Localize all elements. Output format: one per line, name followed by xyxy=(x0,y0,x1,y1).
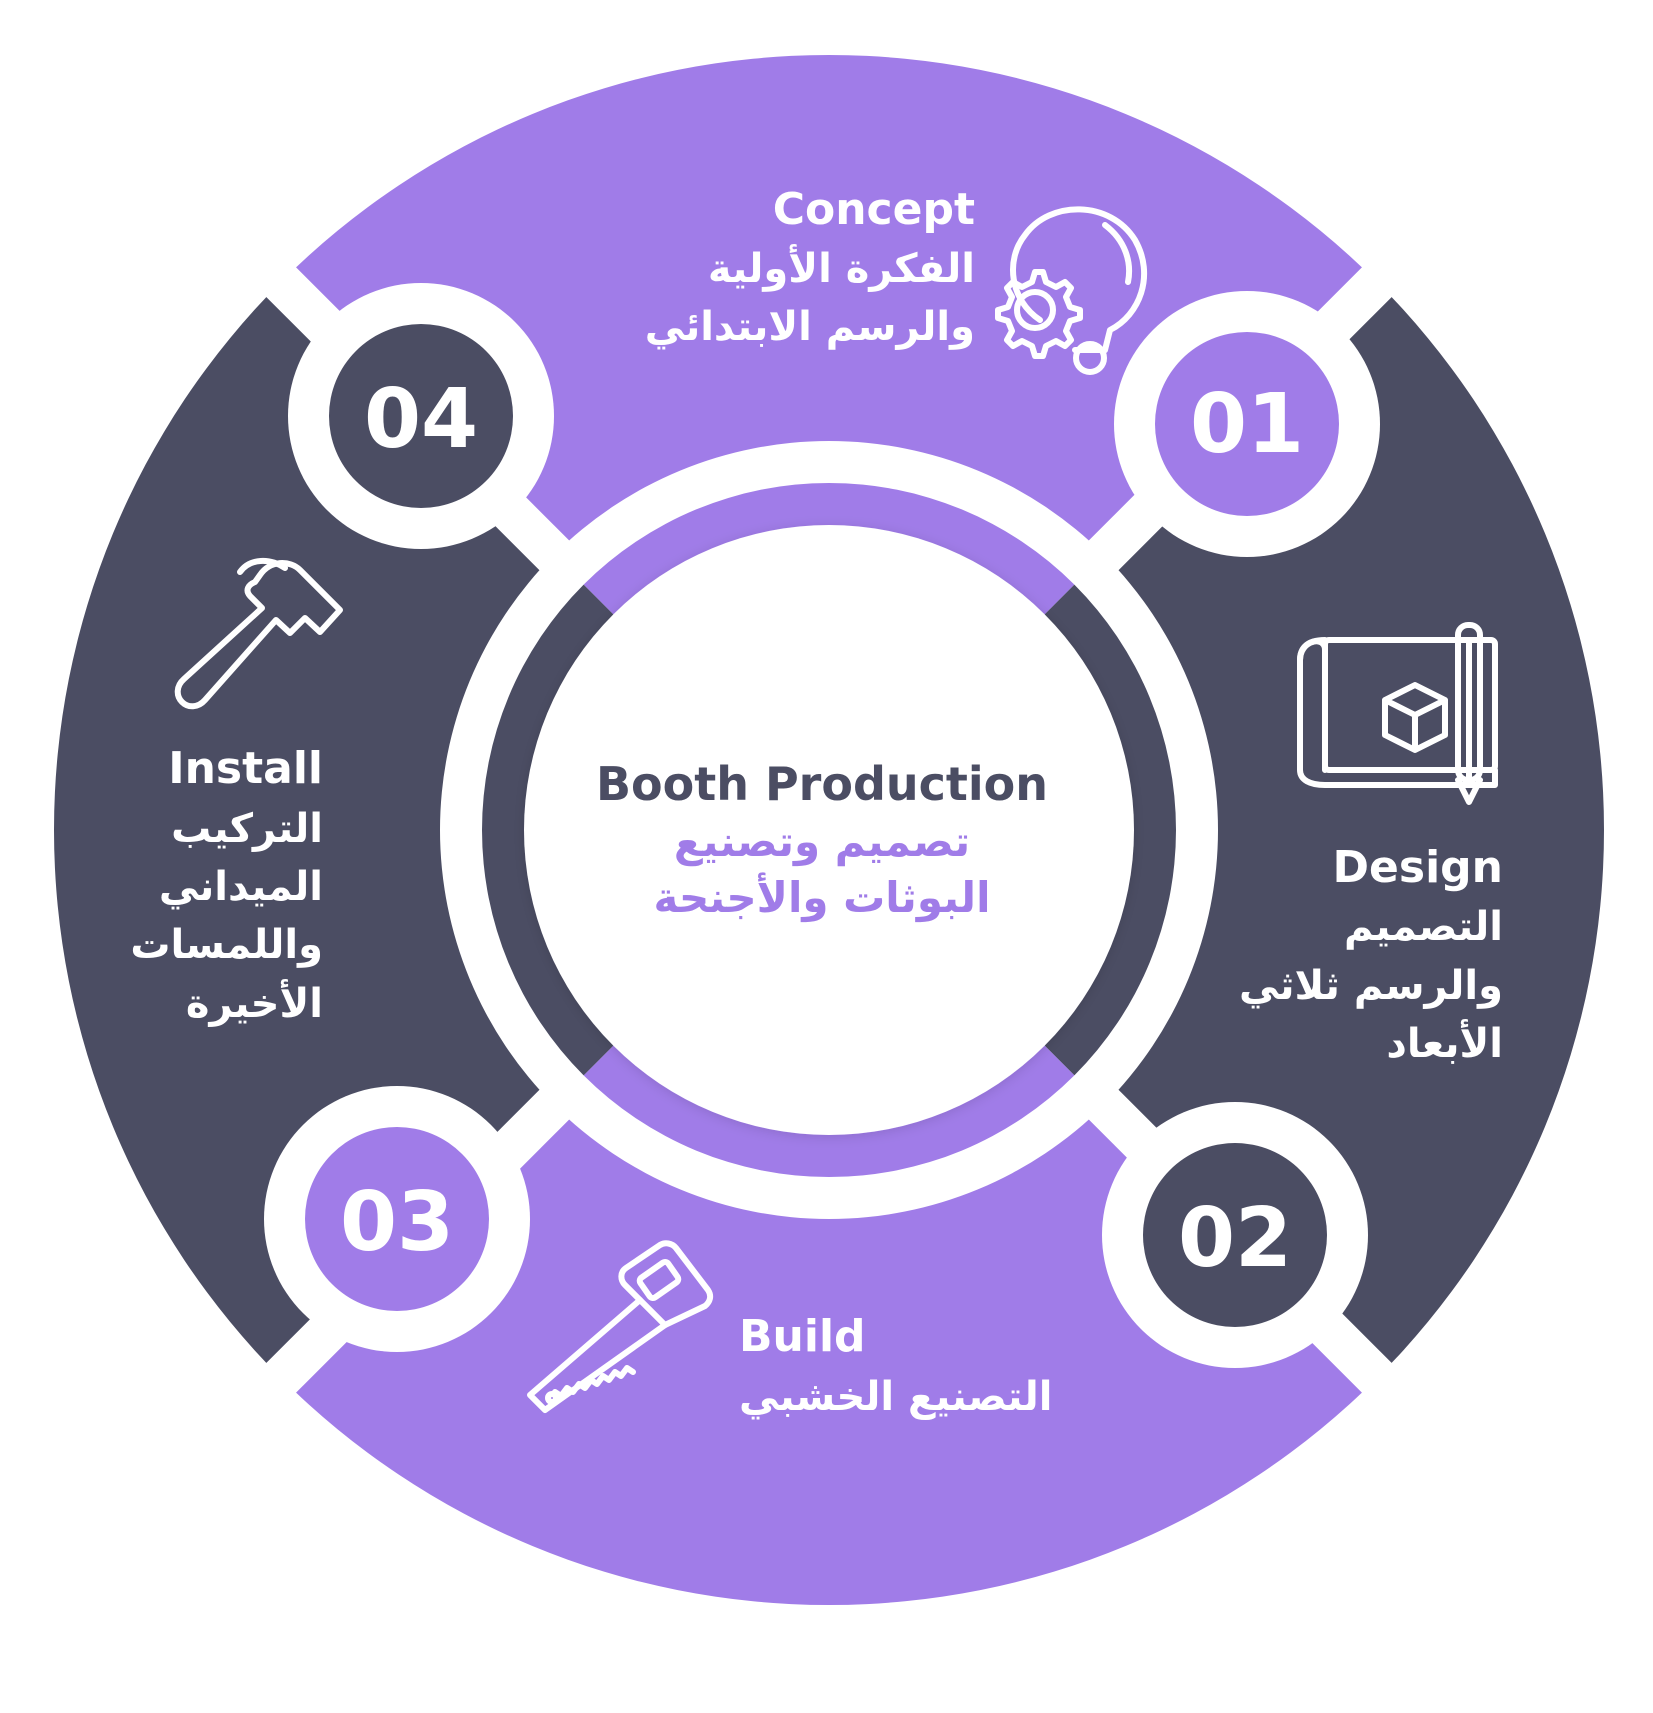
center-title: Booth Production xyxy=(596,757,1048,811)
step-04-ar-line-3: واللمسات xyxy=(130,922,323,968)
step-04-number: 04 xyxy=(364,372,478,467)
inner-ring-right xyxy=(1041,584,1177,1076)
inner-ring-bottom xyxy=(583,1042,1075,1177)
inner-ring-left xyxy=(482,584,617,1076)
step-badge-02 xyxy=(1143,1143,1327,1327)
center-circle xyxy=(524,525,1134,1135)
step-02-ar-line-2: والرسم ثلاثي xyxy=(1239,963,1503,1009)
step-01-ar-line-1: الفكرة الأولية xyxy=(708,243,975,292)
blueprint-icon xyxy=(1297,622,1498,805)
step-02-number: 02 xyxy=(1178,1191,1292,1286)
center-subtitle-line-2: البوثات والأجنحة xyxy=(654,872,991,923)
step-badge-01 xyxy=(1155,332,1339,516)
step-02-ar-line-3: الأبعاد xyxy=(1386,1018,1503,1067)
inner-ring-top xyxy=(583,483,1075,618)
lightbulb-gear-icon xyxy=(995,206,1147,375)
hammer-icon xyxy=(174,558,343,710)
step-03-title: Build xyxy=(739,1311,866,1362)
step-badge-03 xyxy=(305,1127,489,1311)
step-04-ar-line-1: التركيب xyxy=(171,806,323,852)
step-03-ar-line-1: التصنيع الخشبي xyxy=(739,1374,1052,1420)
center-subtitle-line-1: تصميم وتصنيع xyxy=(674,817,970,867)
step-02-title: Design xyxy=(1333,842,1503,893)
step-04-title: Install xyxy=(168,743,323,794)
step-04-ar-line-4: الأخيرة xyxy=(186,978,323,1027)
step-04-ar-line-2: الميداني xyxy=(159,864,323,910)
step-01-number: 01 xyxy=(1190,377,1304,472)
step-badge-04 xyxy=(329,324,513,508)
segment-concept xyxy=(280,55,1378,555)
saw-icon xyxy=(527,1240,714,1413)
step-02-ar-line-1: التصميم xyxy=(1344,904,1503,950)
step-01-title: Concept xyxy=(773,184,975,235)
step-01-ar-line-2: والرسم الابتدائي xyxy=(645,304,975,350)
step-03-number: 03 xyxy=(340,1175,454,1270)
